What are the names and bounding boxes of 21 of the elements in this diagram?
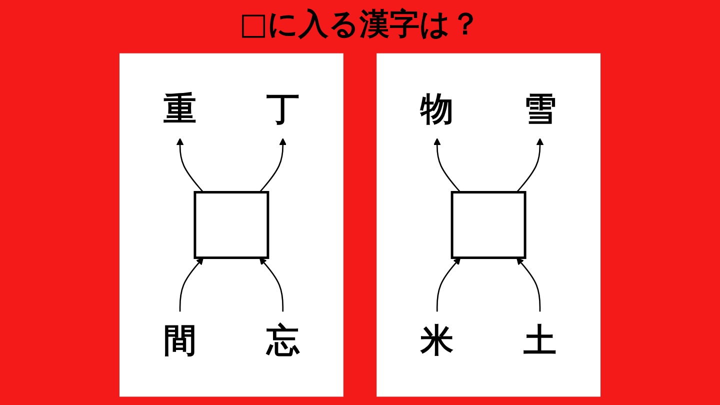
node-text: 間 [163,322,197,360]
title: □に入る漢字は？ [239,6,481,44]
arrow [516,257,541,312]
node-text: 物 [420,90,454,128]
arrow [433,138,461,193]
node-box [450,191,526,259]
node-text: 重 [163,90,197,128]
node-text: 丁 [266,90,300,128]
node-text: 米 [420,322,454,360]
arrow [259,257,284,312]
node-text: 雪 [523,90,557,128]
arrow [516,138,544,193]
arrow [259,138,287,193]
cluster [376,53,601,397]
node-text: 忘 [266,322,300,360]
arrow [436,257,461,312]
arrow [176,138,204,193]
node-box [194,191,270,259]
node-text: 土 [523,322,557,360]
cluster [119,53,344,397]
arrow [179,257,204,312]
